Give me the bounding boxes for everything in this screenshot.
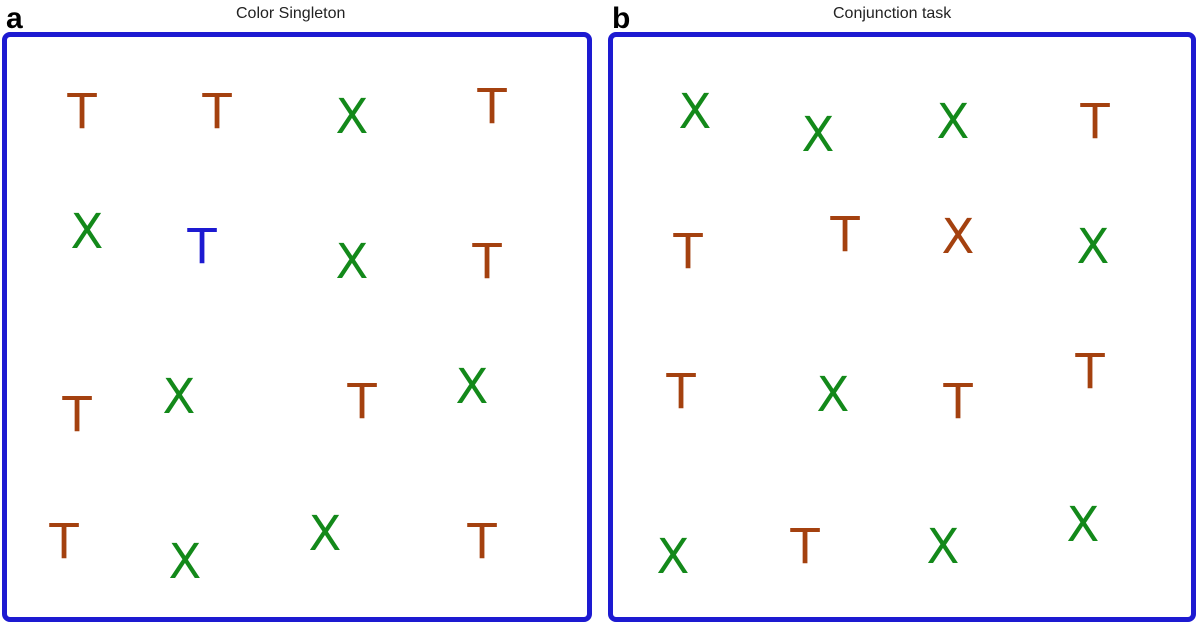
stimulus-t-brown: T (67, 84, 97, 140)
stimulus-t-brown: T (943, 374, 973, 430)
stimulus-x-green: X (801, 107, 835, 163)
stimulus-x-green: X (936, 94, 970, 150)
stimulus-t-blue: T (187, 219, 217, 275)
stimulus-t-brown: T (666, 364, 696, 420)
stimulus-x-green: X (308, 506, 342, 562)
stimulus-t-brown: T (830, 207, 860, 263)
panel-a-display: T T X T X T X T T X T X T X X T (2, 32, 592, 622)
stimulus-x-green: X (335, 89, 369, 145)
stimulus-x-green: X (455, 359, 489, 415)
stimulus-t-brown: T (790, 519, 820, 575)
stimulus-x-green: X (678, 84, 712, 140)
stimulus-x-green: X (656, 529, 690, 585)
stimulus-t-brown: T (1080, 94, 1110, 150)
stimulus-t-brown: T (62, 387, 92, 443)
stimulus-t-brown: T (472, 234, 502, 290)
panel-b-letter: b (612, 2, 631, 35)
stimulus-x-brown: X (941, 209, 975, 265)
panel-b-title: Conjunction task (833, 5, 952, 22)
stimulus-t-brown: T (467, 514, 497, 570)
stimulus-x-green: X (70, 204, 104, 260)
panel-a-title: Color Singleton (236, 5, 346, 22)
stimulus-x-green: X (816, 367, 850, 423)
stimulus-t-brown: T (1075, 344, 1105, 400)
panel-a-letter: a (6, 2, 23, 35)
stimulus-t-brown: T (347, 374, 377, 430)
stimulus-x-green: X (162, 369, 196, 425)
stimulus-t-brown: T (49, 514, 79, 570)
stimulus-x-green: X (335, 234, 369, 290)
stimulus-t-brown: T (202, 84, 232, 140)
stimulus-x-green: X (1076, 219, 1110, 275)
stimulus-t-brown: T (477, 79, 507, 135)
stimulus-x-green: X (1066, 497, 1100, 553)
stimulus-t-brown: T (673, 224, 703, 280)
stimulus-x-green: X (168, 534, 202, 590)
stimulus-x-green: X (926, 519, 960, 575)
